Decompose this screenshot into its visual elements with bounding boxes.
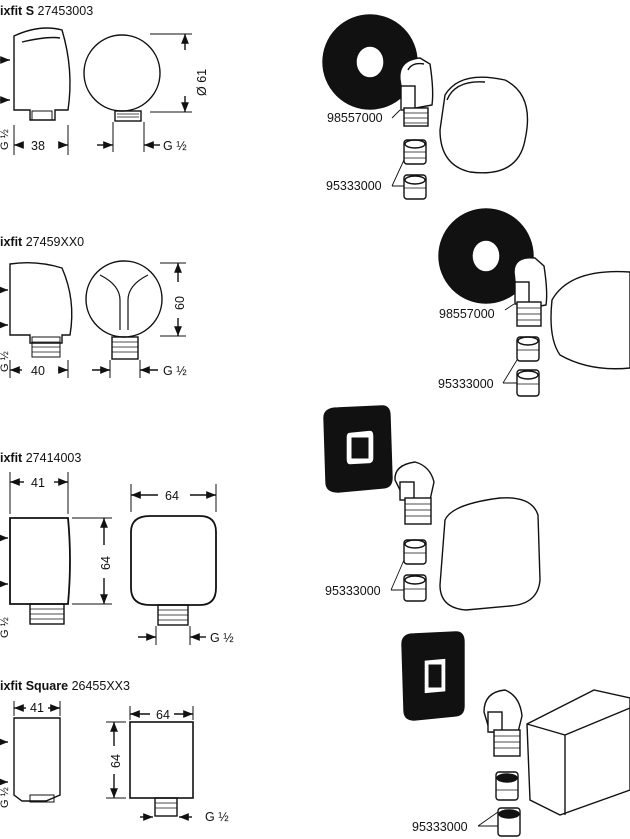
product-2-side-view	[0, 261, 73, 378]
part-number-nipple: 95333000	[325, 584, 381, 598]
product-title-2: ixfit 27459XX0	[0, 235, 84, 249]
nipple-part	[403, 174, 427, 200]
dim-thread: G ½	[163, 364, 187, 378]
dim-height-64: 64	[109, 754, 123, 768]
product-code: 27414003	[25, 451, 82, 465]
product-title-4: ixfit Square 26455XX3	[0, 679, 130, 693]
product-name: ixfit	[0, 451, 23, 465]
product-1-front-view	[83, 33, 192, 152]
product-code: 27453003	[37, 4, 94, 18]
product-name: ixfit	[0, 235, 23, 249]
product-title-3: ixfit 27414003	[0, 451, 81, 465]
cube-outlet	[526, 689, 630, 816]
dim-thread: G ½	[210, 631, 234, 645]
product-2-front-view	[85, 260, 186, 378]
nipple-part	[516, 369, 540, 397]
dim-width-64: 64	[165, 489, 179, 503]
part-number-nipple: 95333000	[412, 820, 468, 834]
product-title-1: ixfit S 27453003	[0, 4, 93, 18]
part-number-nipple: 95333000	[326, 179, 382, 193]
exploded-view-4	[401, 631, 630, 837]
dim-width-38: 38	[31, 139, 45, 153]
dim-thread: G ½	[163, 139, 187, 153]
dim-side-thread: G ½	[0, 617, 11, 638]
nipple-part	[403, 539, 427, 565]
dim-width-64: 64	[156, 708, 170, 722]
dim-side-thread: G ½	[0, 787, 11, 808]
product-name: ixfit Square	[0, 679, 69, 693]
dim-width-40: 40	[31, 364, 45, 378]
dim-side-thread: G ½	[0, 351, 11, 372]
exploded-view-1	[322, 14, 529, 200]
dim-height-60: 60	[173, 296, 187, 310]
exploded-view-2	[438, 208, 630, 397]
product-4-front-view	[106, 706, 194, 821]
dim-depth-41: 41	[30, 701, 44, 715]
dim-thread: G ½	[205, 810, 229, 824]
product-4-side-view	[0, 701, 61, 803]
product-3-front-view	[130, 484, 217, 645]
product-code: 26455XX3	[71, 679, 130, 693]
dim-depth-41: 41	[31, 476, 45, 490]
dim-side-thread: G ½	[0, 129, 11, 150]
dim-height-64: 64	[99, 556, 113, 570]
part-number-rosette: 98557000	[439, 307, 495, 321]
nipple-part	[516, 336, 540, 362]
part-number-rosette: 98557000	[327, 111, 383, 125]
product-3-side-view	[0, 472, 112, 625]
product-name: ixfit S	[0, 4, 35, 18]
product-1-side-view	[0, 27, 71, 155]
nipple-part	[403, 574, 427, 602]
dim-diameter-61: Ø 61	[195, 69, 209, 96]
exploded-view-3	[323, 405, 541, 611]
product-code: 27459XX0	[25, 235, 85, 249]
part-number-nipple: 95333000	[438, 377, 494, 391]
